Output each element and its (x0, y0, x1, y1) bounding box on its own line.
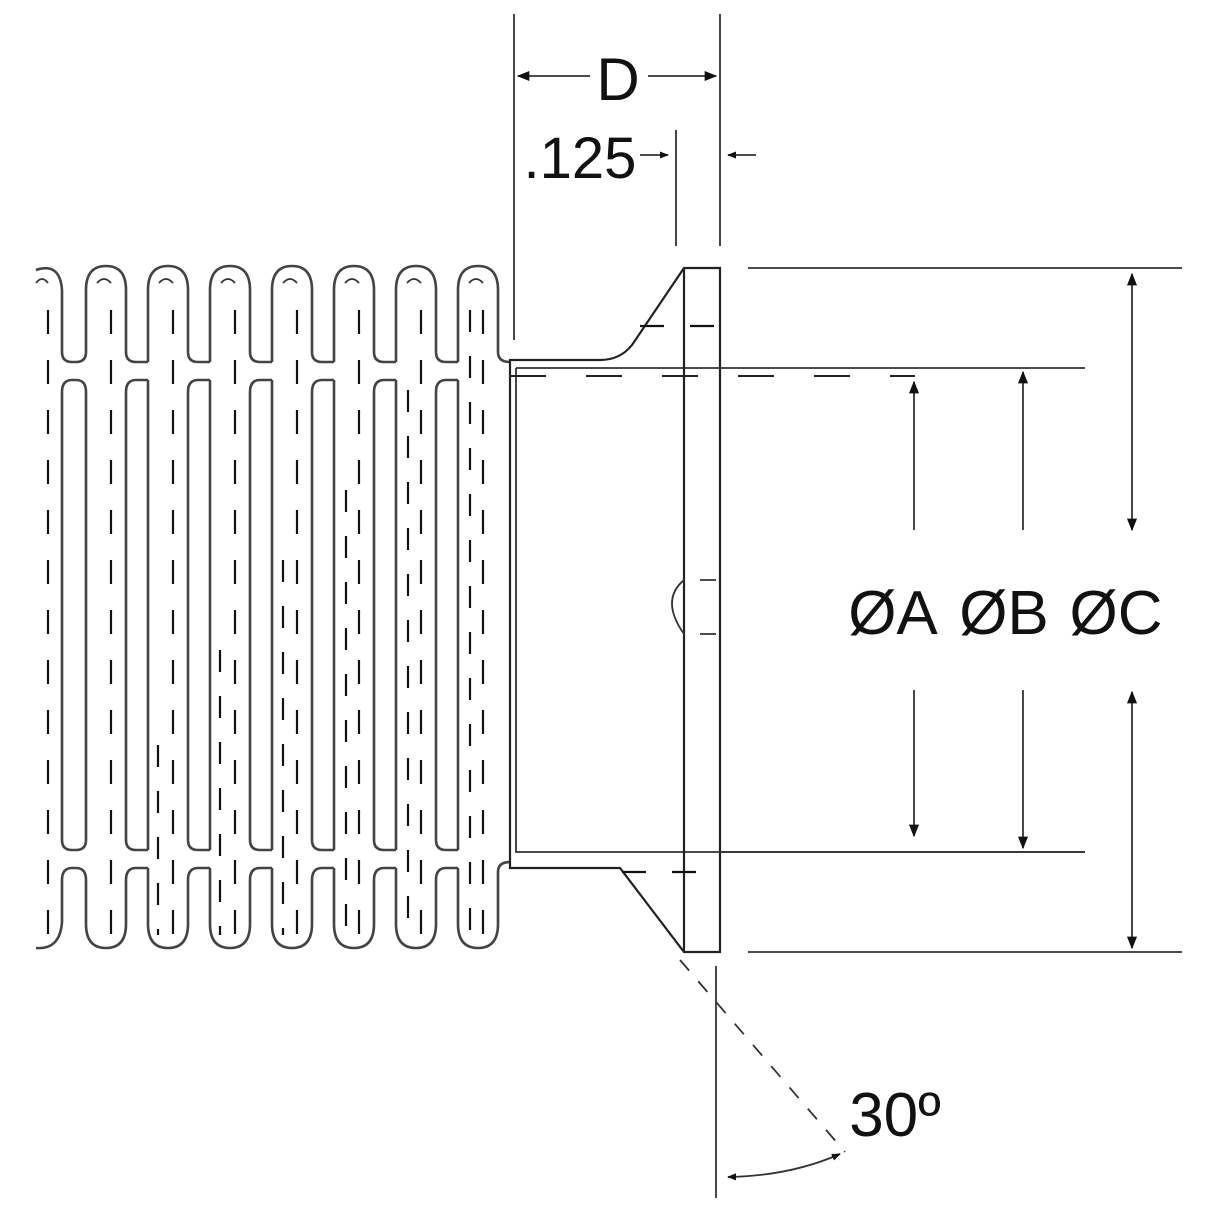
fitting (508, 266, 1085, 954)
dimension-diameters: ØA ØB ØC (720, 267, 1182, 953)
dim-label-diameter-A: ØA (848, 579, 938, 648)
dimension-thickness: .125 (524, 126, 756, 246)
dim-label-D: D (596, 46, 639, 113)
bellows-convolutions (72, 264, 511, 950)
dim-label-angle: 30º (849, 1081, 941, 1150)
dim-label-thickness: .125 (524, 126, 637, 191)
dimension-angle: 30º (679, 959, 941, 1198)
bellows-inner-arcs (35, 278, 484, 284)
dim-label-diameter-C: ØC (1070, 579, 1163, 648)
bellows-hidden-lines (46, 310, 485, 935)
dimension-D: D (513, 14, 721, 340)
bellows (35, 264, 511, 950)
dim-label-diameter-B: ØB (959, 579, 1049, 648)
